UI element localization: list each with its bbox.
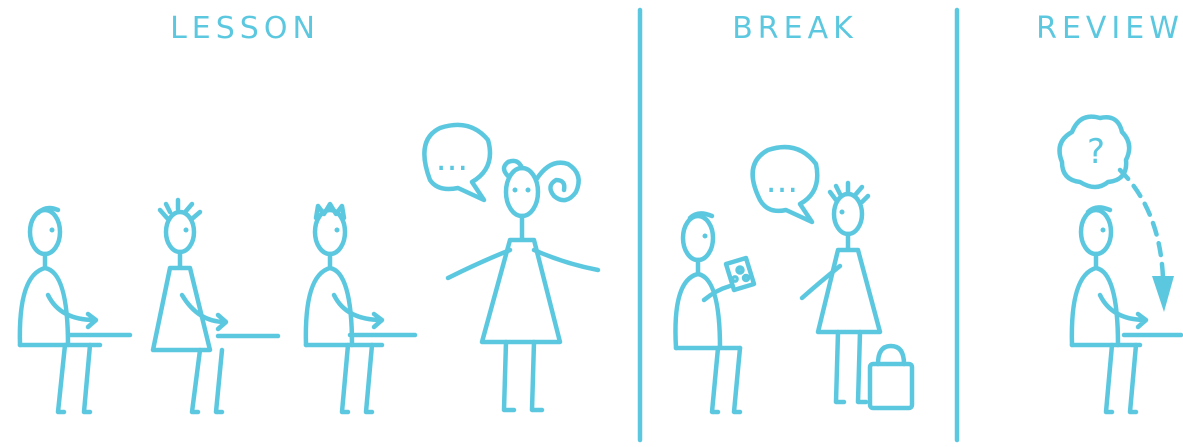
teacher-speech-bubble: ...: [424, 125, 490, 200]
student-2-figure: [153, 200, 278, 412]
break-header: BREAK: [732, 11, 858, 46]
break-speech-bubble: ...: [753, 147, 818, 222]
arrow-head-icon: [1152, 276, 1174, 312]
dashed-arrow-line: [1120, 170, 1163, 278]
teacher-speech-text: ...: [436, 139, 468, 179]
bag-icon: [870, 346, 912, 408]
student-1-figure: [20, 208, 130, 412]
thought-question-mark: ?: [1087, 132, 1105, 172]
break-speech-text: ...: [766, 161, 798, 201]
student-3-figure: [306, 204, 415, 412]
break-student-figure: [675, 213, 740, 412]
thought-bubble: ?: [1060, 117, 1130, 187]
drink-cup-icon: [726, 258, 754, 290]
lesson-header: LESSON: [170, 11, 320, 46]
review-header: REVIEW: [1036, 11, 1183, 46]
teacher-figure: [448, 161, 598, 410]
